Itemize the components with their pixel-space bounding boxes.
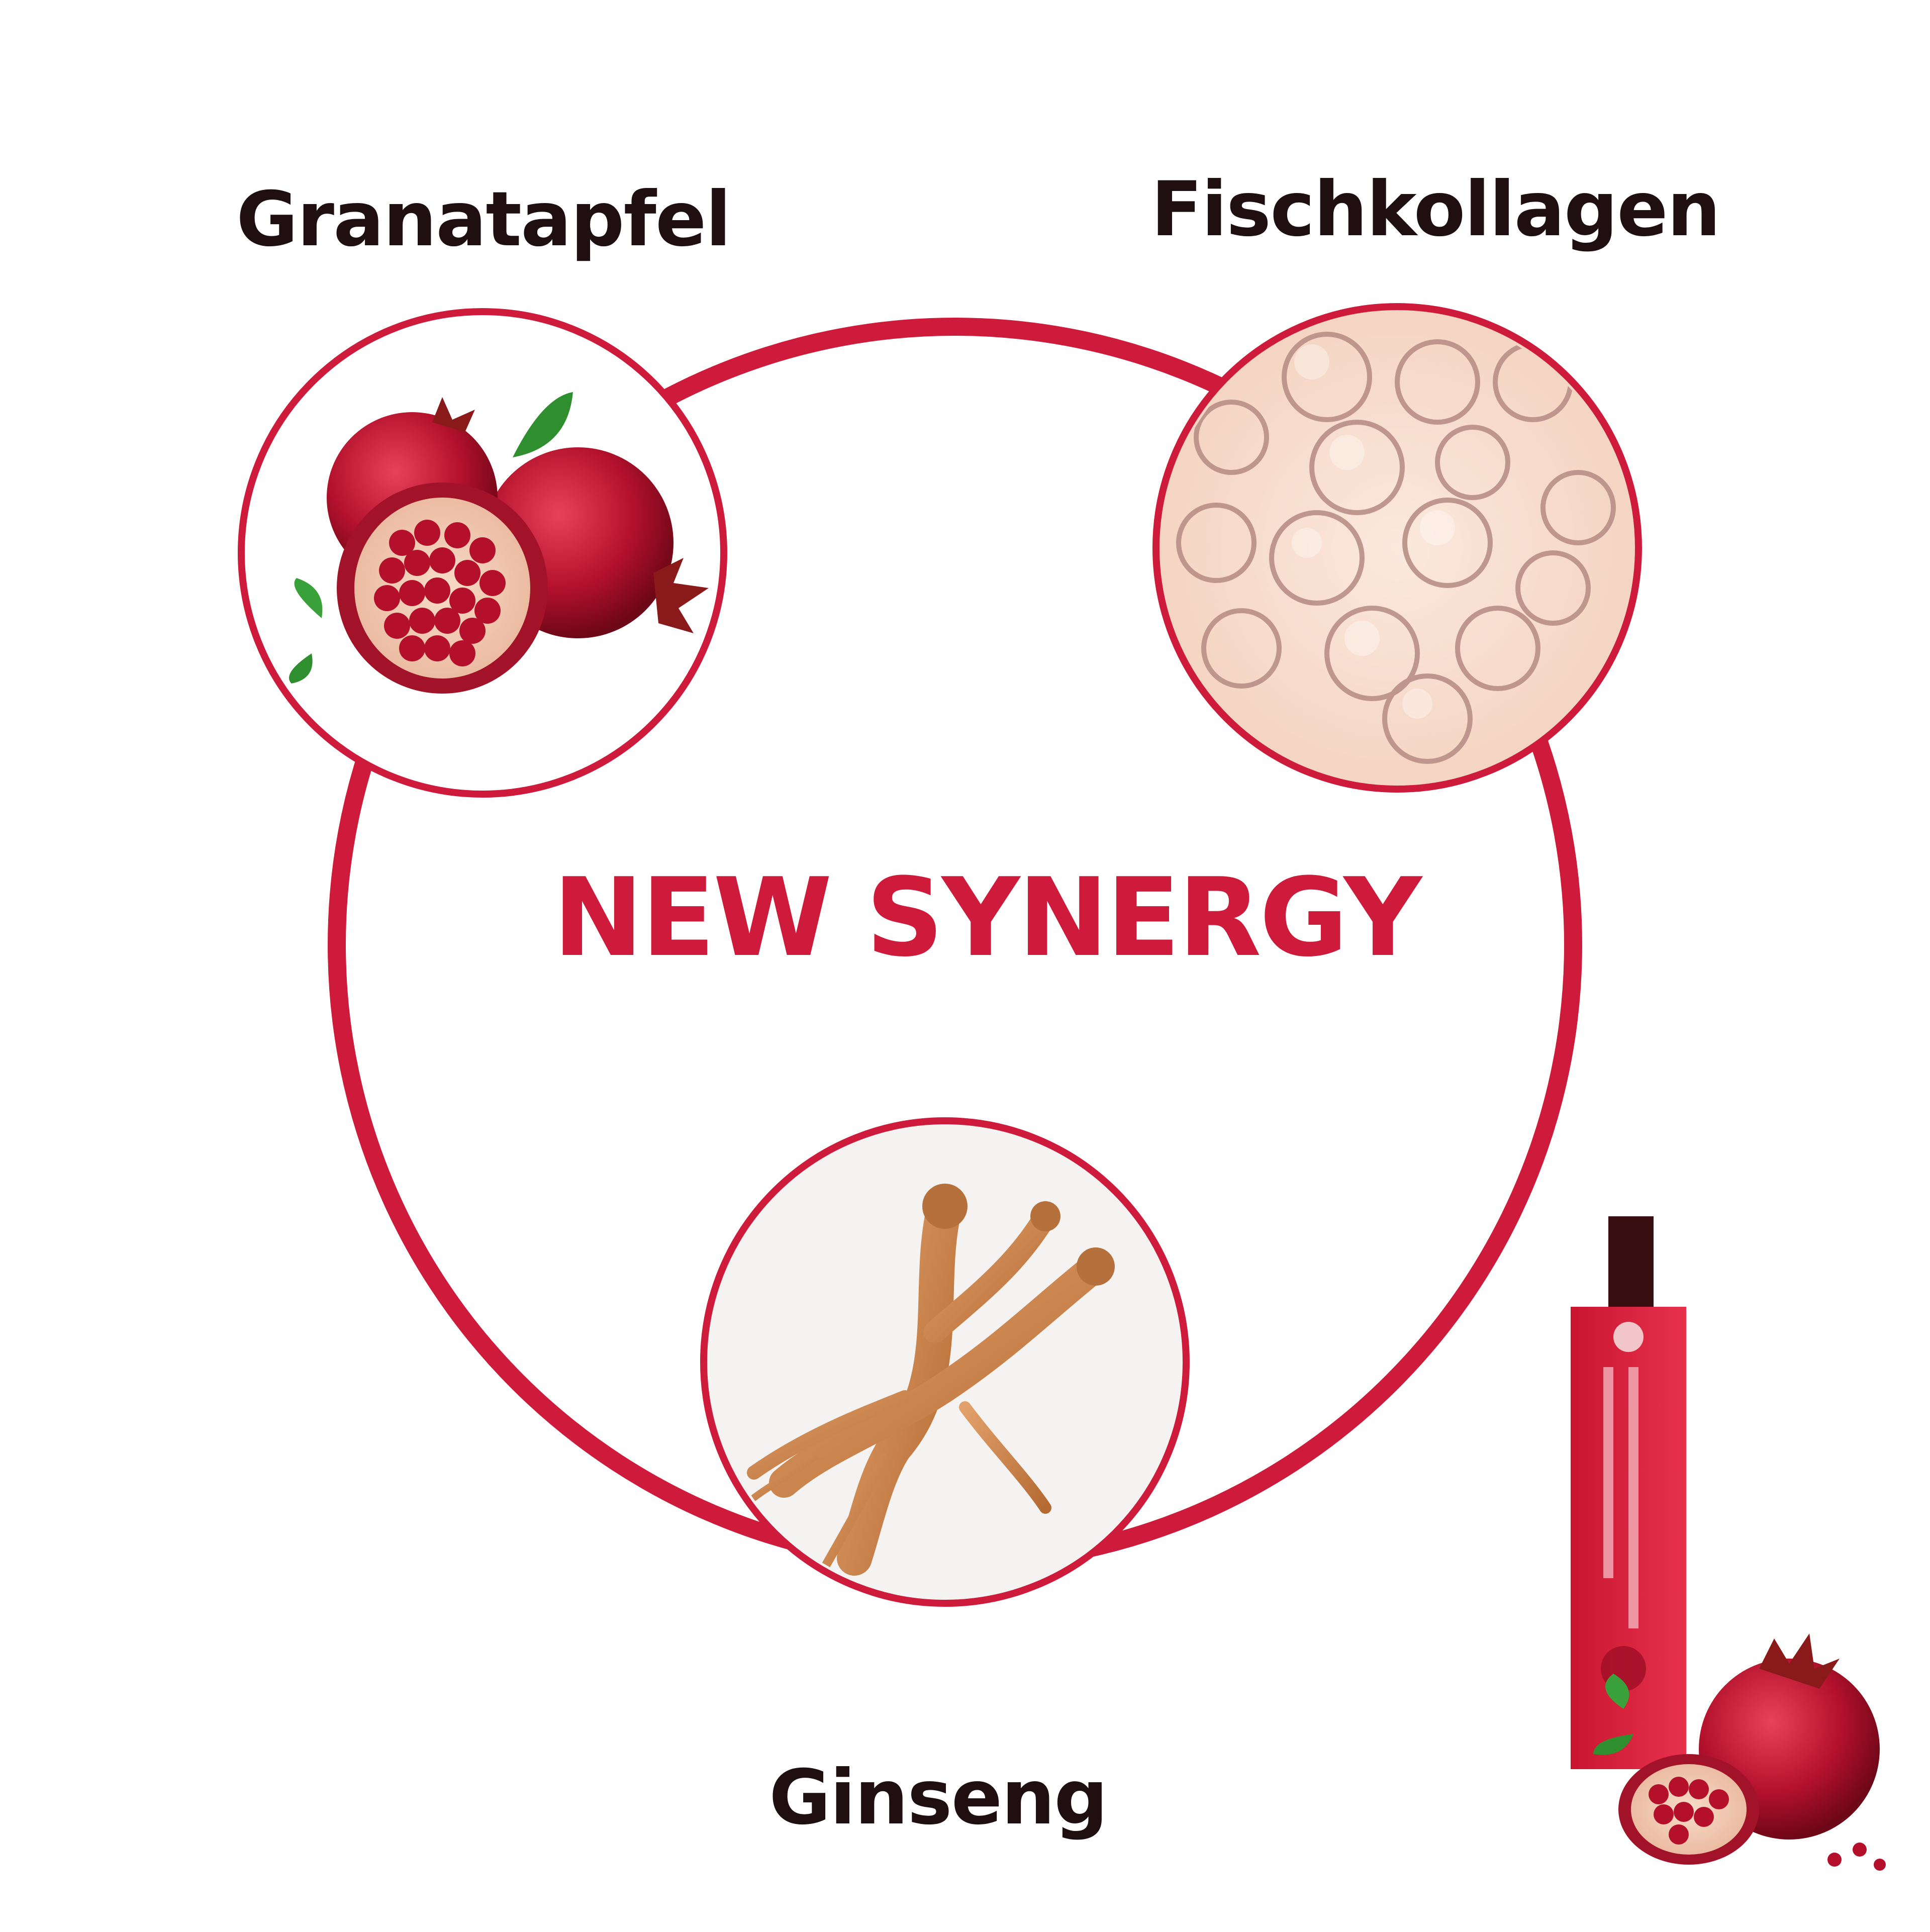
product-stick-image [1571, 1216, 1686, 1769]
center-title: NEW SYNERGY [553, 854, 1422, 981]
label-ginseng: Ginseng [769, 1754, 1108, 1842]
label-granatapfel: Granatapfel [236, 176, 731, 263]
pomegranate-icon [238, 308, 727, 798]
ginseng-root-icon [700, 1117, 1190, 1607]
label-fischkollagen: Fischkollagen [1151, 166, 1721, 253]
product-pomegranate-image [1593, 1633, 1886, 1871]
collagen-bubbles-icon [1152, 303, 1642, 793]
